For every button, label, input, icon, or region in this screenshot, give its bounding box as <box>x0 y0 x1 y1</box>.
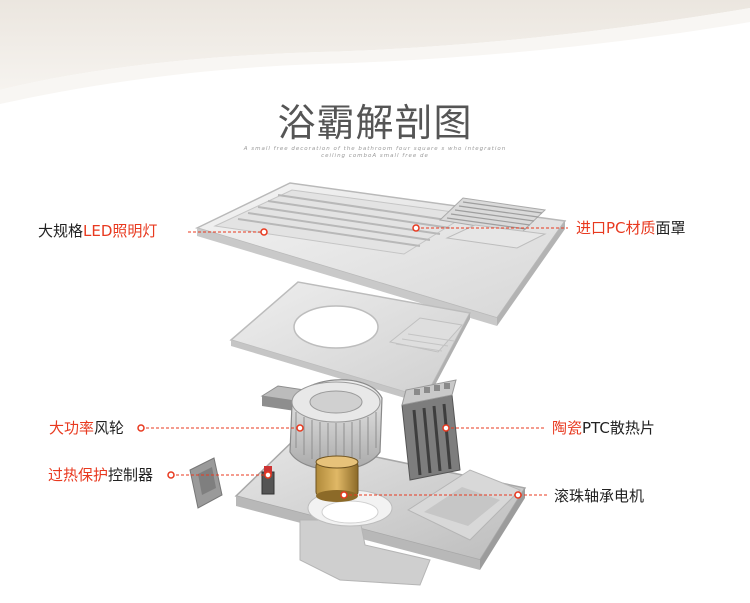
subtitle-line-1: A small free decoration of the bathroom … <box>243 146 507 152</box>
label-controller: 过热保护控制器 <box>48 466 153 484</box>
label-led-prefix: 大规格 <box>38 222 84 240</box>
label-motor: 滚珠轴承电机 <box>554 487 644 505</box>
face-cover-panel <box>194 182 567 326</box>
label-motor-text: 滚珠轴承电机 <box>554 487 645 505</box>
label-ptc-highlight: 陶瓷 <box>552 419 583 437</box>
label-ptc: 陶瓷PTC散热片 <box>552 419 655 437</box>
label-fan-highlight: 大功率 <box>49 419 95 437</box>
label-controller-suffix: 控制器 <box>108 466 154 484</box>
subtitle-line-2: ceiling comboA small free de <box>321 153 429 159</box>
label-fan: 大功率风轮 <box>49 419 124 437</box>
label-pc-cover: 进口PC材质面罩 <box>576 219 686 237</box>
label-led-highlight: LED照明灯 <box>83 222 158 240</box>
page-title: 浴霸解剖图 <box>277 101 473 145</box>
controller-bracket <box>189 457 275 509</box>
middle-plate <box>229 281 472 404</box>
motor <box>315 455 359 502</box>
blower-fan <box>289 379 383 471</box>
leader-dots <box>137 224 522 499</box>
label-pc-suffix: 面罩 <box>655 219 686 237</box>
leader-lines <box>141 227 568 496</box>
label-pc-highlight: 进口PC材质 <box>576 219 656 237</box>
label-led-light: 大规格LED照明灯 <box>38 222 157 240</box>
label-controller-highlight: 过热保护 <box>48 466 109 484</box>
ptc-heater <box>401 379 461 481</box>
base-housing <box>234 439 527 586</box>
label-ptc-suffix: PTC散热片 <box>582 419 655 437</box>
label-fan-suffix: 风轮 <box>94 419 125 437</box>
